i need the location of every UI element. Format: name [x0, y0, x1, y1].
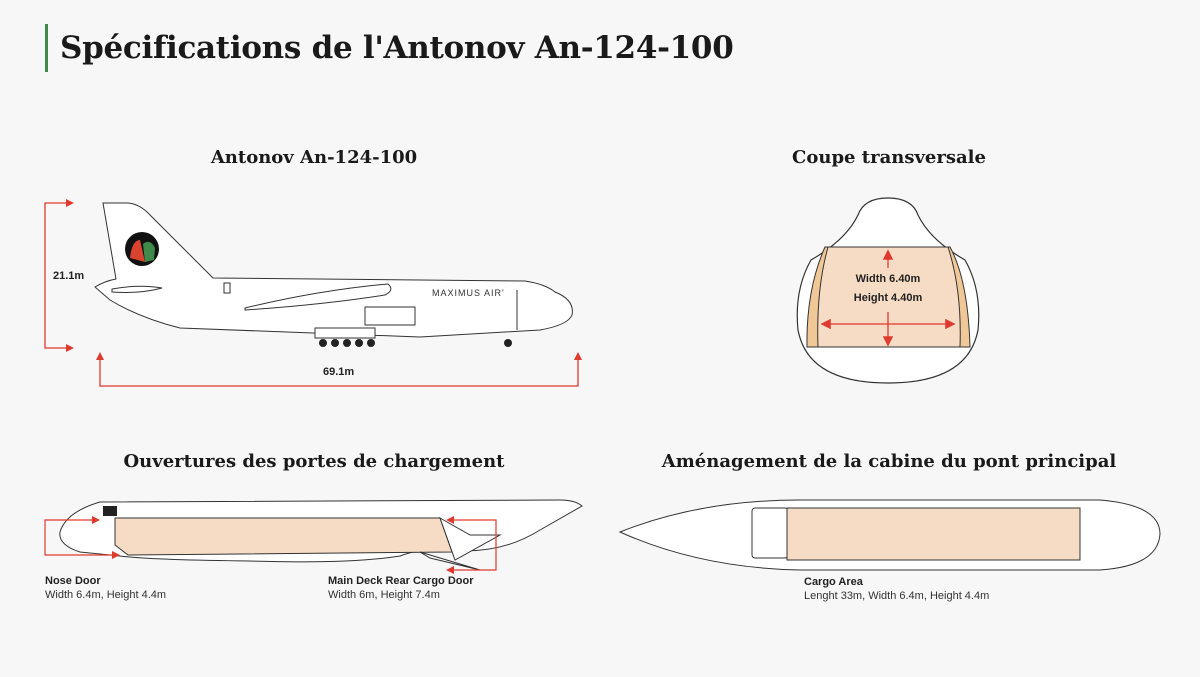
nose-door-title: Nose Door — [45, 575, 101, 587]
side-view-heading: Antonov An-124-100 — [210, 147, 418, 168]
dimension-arrows-side — [44, 199, 582, 387]
cross-section-heading: Coupe transversale — [792, 147, 986, 168]
cabin-layout-drawing — [618, 499, 1161, 571]
tail-logo-icon — [125, 232, 159, 266]
nose-door-detail: Width 6.4m, Height 4.4m — [45, 589, 167, 601]
page-title: Spécifications de l'Antonov An-124-100 — [45, 24, 734, 72]
cross-section-drawing — [796, 197, 980, 384]
rear-door-title: Main Deck Rear Cargo Door — [328, 575, 474, 587]
rear-door-detail: Width 6m, Height 7.4m — [328, 589, 440, 601]
landing-gear — [319, 339, 512, 347]
cross-height-label: Height 4.40m — [853, 292, 923, 304]
door-arrows — [44, 516, 497, 574]
doors-heading: Ouvertures des portes de chargement — [123, 451, 505, 472]
height-dimension-label: 21.1m — [53, 270, 85, 282]
cargo-area-detail: Lenght 33m, Width 6.4m, Height 4.4m — [804, 590, 990, 602]
doors-drawing — [59, 499, 583, 571]
cross-width-label: Width 6.40m — [855, 273, 921, 285]
aircraft-side-view — [94, 202, 573, 339]
livery-text: MAXIMUS AIR' — [432, 288, 505, 298]
cabin-layout-heading: Aménagement de la cabine du pont princip… — [661, 451, 1117, 472]
cargo-area-title: Cargo Area — [804, 576, 863, 588]
length-dimension-label: 69.1m — [323, 366, 355, 378]
